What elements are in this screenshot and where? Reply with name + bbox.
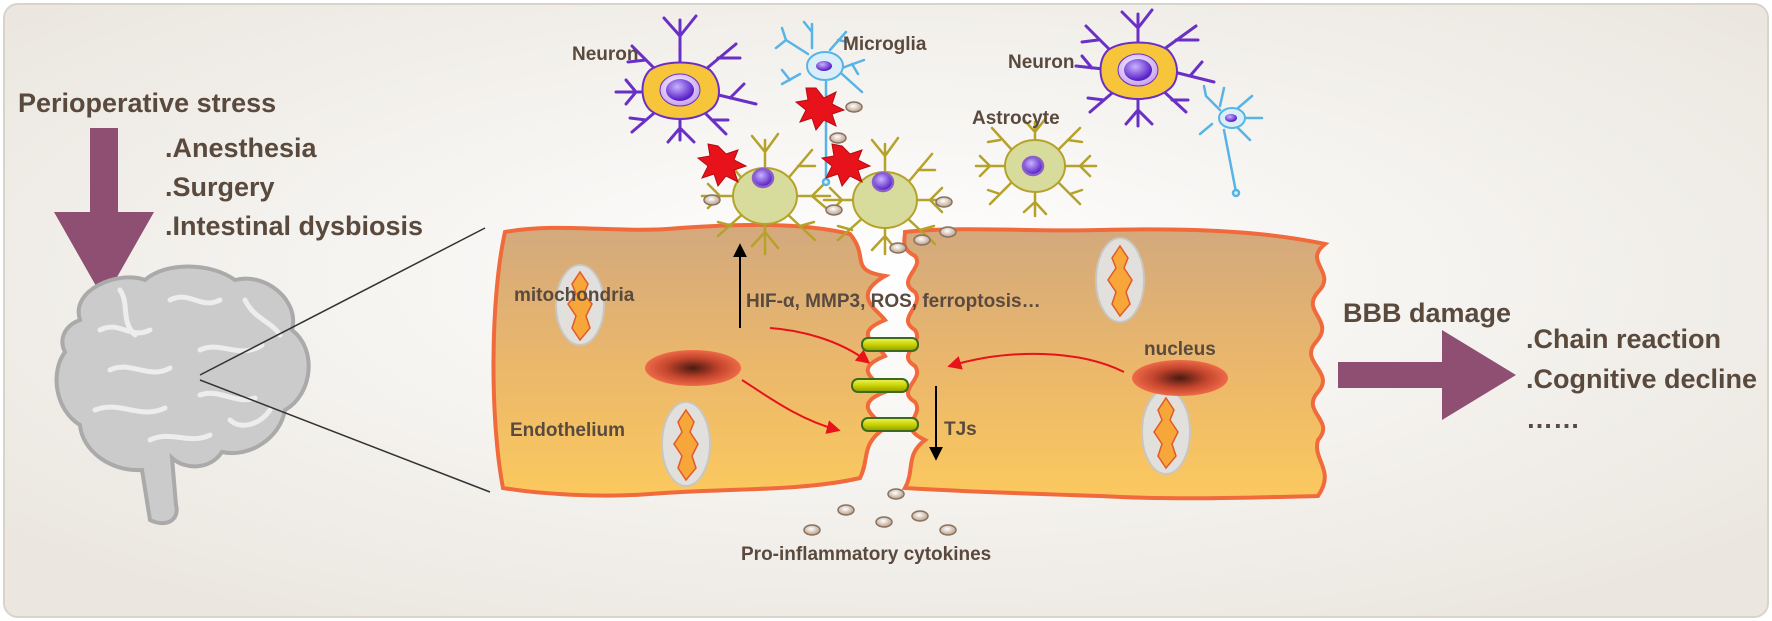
astrocyte-label: Astrocyte — [972, 108, 1060, 129]
bbb-damage-title: BBB damage — [1343, 298, 1511, 328]
bbb-damage-arrow — [1338, 330, 1516, 420]
damage-star-1 — [794, 87, 846, 132]
brain-icon — [54, 264, 311, 526]
microglia-label: Microglia — [843, 34, 927, 55]
damage-star-2 — [696, 143, 748, 188]
neuron-left — [614, 14, 758, 144]
right-endothelial-cell — [901, 227, 1330, 501]
microglia-right — [1198, 84, 1264, 198]
zoom-line-bottom — [199, 379, 491, 493]
red-arrow-mediators — [769, 327, 871, 364]
endothelium-label: Endothelium — [510, 420, 625, 441]
mitochondrion-left-bottom — [661, 401, 711, 487]
neuron-right — [1074, 8, 1216, 128]
cytokines-label: Pro-inflammatory cytokines — [741, 544, 991, 565]
mitochondria-label: mitochondria — [514, 285, 635, 306]
stress-item-anesthesia: .Anesthesia — [165, 133, 318, 163]
astrocyte-left — [700, 132, 832, 256]
stress-title: Perioperative stress — [18, 88, 276, 118]
stress-arrow — [54, 128, 154, 300]
red-arrow-nucleus-right — [947, 352, 1125, 373]
stress-item-surgery: .Surgery — [165, 172, 275, 202]
nucleus-label: nucleus — [1144, 339, 1216, 360]
mitochondrion-right-top — [1095, 237, 1145, 323]
background-panel — [3, 3, 1769, 618]
damage-star-3 — [820, 143, 872, 188]
neuron-left-label: Neuron — [572, 44, 639, 65]
stress-item-intestinal-dysbiosis: .Intestinal dysbiosis — [165, 211, 423, 241]
tight-junctions — [851, 337, 919, 432]
microglia-left — [774, 20, 866, 187]
zoom-line-top — [199, 227, 486, 376]
neuron-right-label: Neuron — [1008, 52, 1075, 73]
nucleus-left — [645, 350, 741, 386]
mitochondrion-left-top — [555, 264, 605, 346]
astrocyte-right — [974, 116, 1098, 218]
outcome-item-chain-reaction: .Chain reaction — [1526, 324, 1721, 354]
tjs-label: TJs — [944, 419, 977, 440]
mediators-label: HIF-α, MMP3, ROS, ferroptosis… — [746, 291, 1041, 312]
mitochondrion-right-bottom — [1141, 389, 1191, 475]
cytokine-particles — [703, 101, 957, 536]
red-arrow-nucleus-left — [741, 379, 841, 434]
outcome-item-ellipsis: …… — [1526, 404, 1580, 434]
nucleus-right — [1132, 360, 1228, 396]
outcome-item-cognitive-decline: .Cognitive decline — [1526, 364, 1757, 394]
